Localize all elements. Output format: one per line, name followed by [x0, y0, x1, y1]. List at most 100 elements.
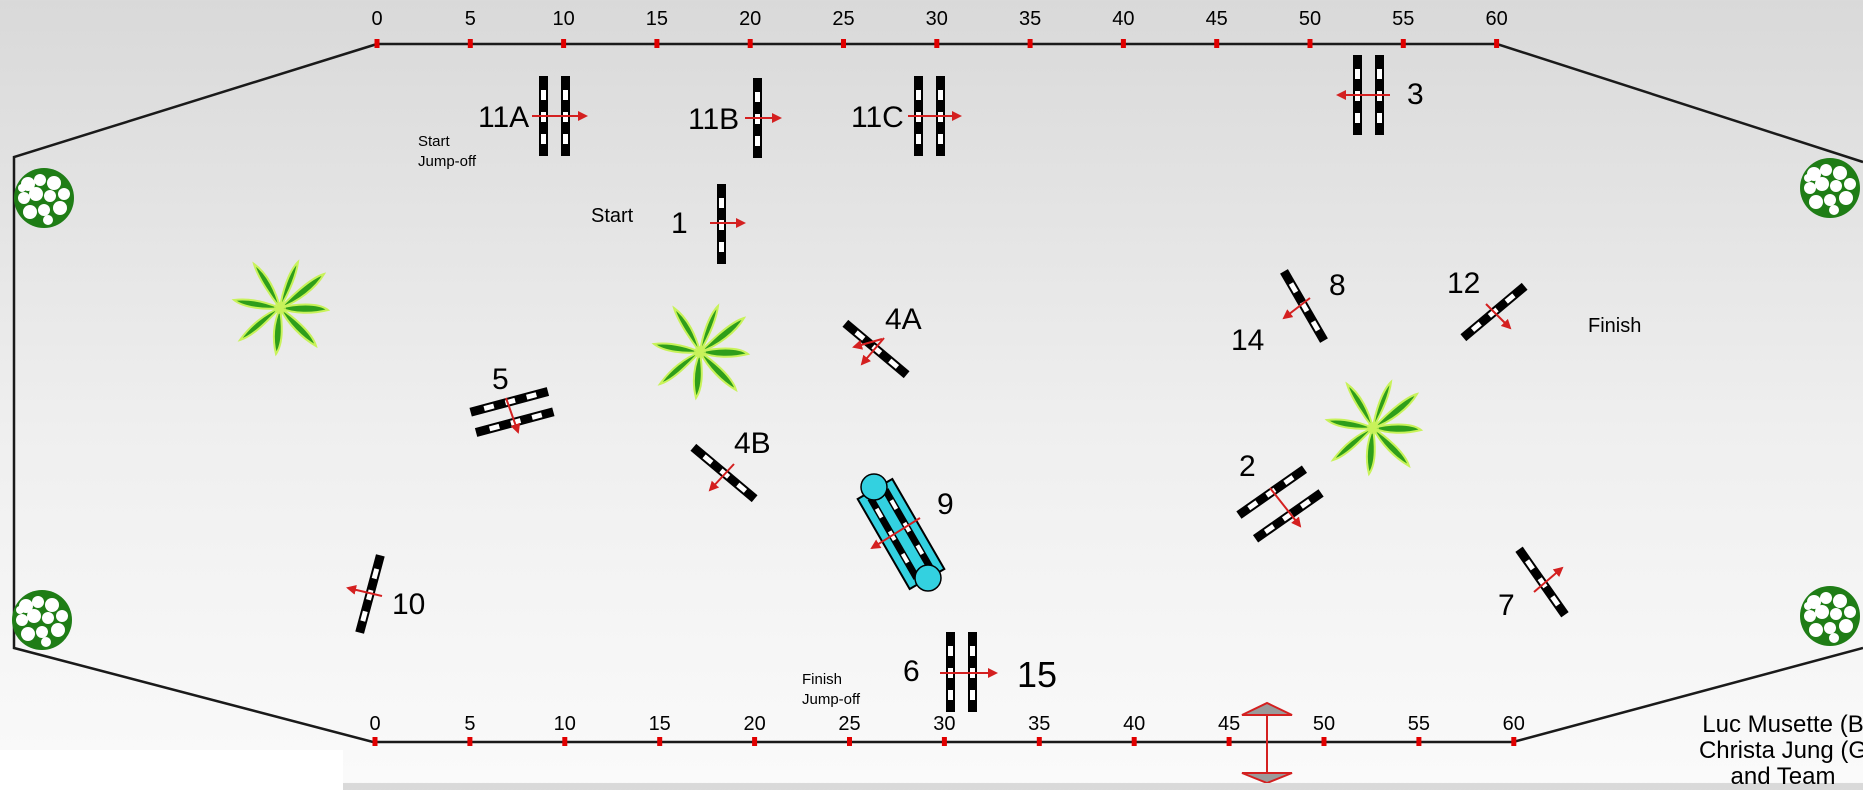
scale-tick-label: 35	[1028, 713, 1050, 735]
water-jump-icon	[856, 473, 946, 592]
start-jumpoff-label-line2: Jump-off	[418, 153, 477, 170]
label-1: 1	[671, 207, 688, 240]
credit-line: and Team	[1730, 763, 1836, 790]
scale-tick-label: 30	[926, 8, 948, 30]
label-4A: 4A	[885, 303, 922, 336]
label-6: 6	[903, 655, 920, 688]
label-11B: 11B	[688, 103, 739, 136]
scale-tick-mark	[1027, 39, 1033, 48]
scale-tick-mark	[841, 39, 846, 48]
scale-tick-mark	[1321, 737, 1327, 746]
scale-tick-label: 30	[933, 713, 955, 735]
label-4B: 4B	[734, 427, 771, 460]
legend-panel	[0, 750, 343, 790]
finish-label: Finish	[1588, 315, 1641, 337]
scale-tick-mark	[654, 39, 660, 48]
direction-arrow-7	[1533, 566, 1564, 593]
entry-gate-icon	[1241, 701, 1293, 783]
scale-tick-mark	[374, 39, 380, 48]
scale-tick-mark	[1307, 39, 1313, 48]
scale-tick-label: 10	[552, 8, 574, 30]
white-flower-bush-icon	[1800, 158, 1860, 218]
scale-tick-mark	[467, 737, 473, 746]
scale-tick-mark	[1120, 39, 1126, 48]
scale-tick-mark	[747, 39, 753, 48]
fence-4B	[690, 443, 758, 503]
fence-6-15	[940, 632, 998, 712]
start-label: Start	[591, 205, 634, 227]
fence-3	[1336, 55, 1390, 135]
direction-arrow-4A	[860, 337, 885, 366]
direction-arrow-10	[346, 584, 383, 597]
scale-tick-label: 50	[1299, 8, 1321, 30]
label-7: 7	[1498, 589, 1515, 622]
direction-arrow-8	[1282, 297, 1311, 320]
scale-tick-label: 15	[646, 8, 668, 30]
credit-line: Luc Musette (B	[1702, 711, 1863, 738]
scale-tick-label: 55	[1408, 713, 1430, 735]
label-2: 2	[1239, 450, 1256, 483]
direction-arrow-2	[1269, 487, 1302, 528]
scale-tick-mark	[1494, 39, 1500, 48]
direction-arrow-4B	[708, 463, 735, 492]
scale-tick-mark	[372, 737, 378, 746]
fence-2	[1236, 465, 1324, 543]
scale-tick-mark	[467, 39, 473, 48]
label-11A: 11A	[478, 101, 529, 134]
leafy-plant-icon	[1326, 381, 1422, 475]
scale-tick-label: 60	[1485, 8, 1507, 30]
scale-tick-label: 60	[1503, 713, 1525, 735]
scale-tick-mark	[847, 737, 852, 746]
direction-arrow-5	[505, 397, 521, 434]
scale-tick-mark	[562, 737, 568, 746]
label-8: 8	[1329, 269, 1346, 302]
scale-tick-label: 45	[1218, 713, 1240, 735]
scale-tick-label: 40	[1112, 8, 1134, 30]
credit-line: Christa Jung (G	[1698, 737, 1863, 764]
scale-tick-mark	[1036, 737, 1042, 746]
scale-tick-mark	[1416, 737, 1422, 746]
scale-tick-label: 55	[1392, 8, 1414, 30]
label-3: 3	[1407, 78, 1424, 111]
finish-jumpoff-label-line1: Finish	[802, 671, 842, 688]
scale-tick-label: 25	[838, 713, 860, 735]
white-flower-bush-icon	[14, 168, 74, 228]
scale-tick-mark	[752, 737, 758, 746]
leafy-plant-icon	[233, 261, 329, 355]
white-flower-bush-icon	[1800, 586, 1860, 646]
scale-tick-mark	[1400, 39, 1406, 48]
fence-11B	[745, 78, 782, 158]
label-5: 5	[492, 363, 509, 396]
scale-tick-mark	[657, 737, 663, 746]
scale-tick-mark	[1131, 737, 1137, 746]
scale-tick-label: 50	[1313, 713, 1335, 735]
scale-tick-label: 5	[465, 8, 476, 30]
fence-1	[710, 184, 746, 264]
scale-tick-label: 0	[369, 713, 380, 735]
scale-tick-label: 40	[1123, 713, 1145, 735]
scale-tick-label: 15	[649, 713, 671, 735]
label-14: 14	[1231, 324, 1264, 357]
start-jumpoff-label-line1: Start	[418, 133, 451, 150]
white-flower-bush-icon	[12, 590, 72, 650]
finish-jumpoff-label-line2: Jump-off	[802, 691, 861, 708]
scale-tick-label: 10	[554, 713, 576, 735]
scale-tick-label: 20	[739, 8, 761, 30]
label-10: 10	[392, 588, 425, 621]
scale-tick-label: 35	[1019, 8, 1041, 30]
scale-tick-mark	[1226, 737, 1232, 746]
scale-tick-mark	[561, 39, 567, 48]
scale-tick-label: 5	[464, 713, 475, 735]
scale-tick-mark	[1511, 737, 1517, 746]
scale-tick-mark	[941, 737, 947, 746]
scale-tick-mark	[934, 39, 940, 48]
label-9: 9	[937, 488, 954, 521]
scale-tick-label: 25	[832, 8, 854, 30]
label-11C: 11C	[851, 101, 904, 134]
label-15: 15	[1017, 654, 1057, 695]
label-12: 12	[1447, 267, 1480, 300]
direction-arrow-12	[1485, 303, 1512, 330]
